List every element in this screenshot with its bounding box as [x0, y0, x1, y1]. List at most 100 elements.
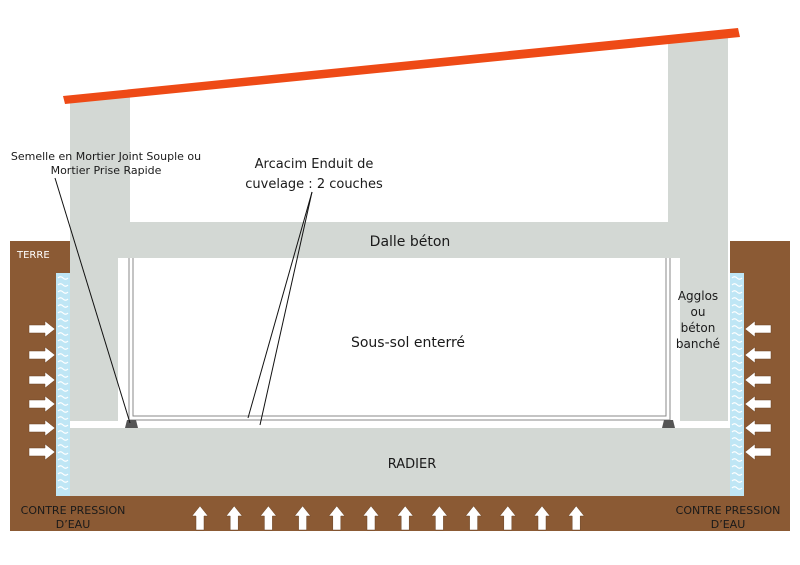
- wave-right: [731, 339, 743, 343]
- wave-right: [731, 297, 743, 301]
- pressure-arrow-left: [744, 419, 772, 437]
- wave-left: [57, 444, 69, 448]
- pressure-arrow-left: [744, 395, 772, 413]
- agglos-label-line4: banché: [676, 337, 720, 351]
- pointer-arcacim-2: [259, 191, 313, 426]
- wave-left: [57, 381, 69, 385]
- wave-right: [731, 479, 743, 483]
- radier-slab: [70, 428, 730, 496]
- wave-left: [57, 304, 69, 308]
- wave-right: [731, 416, 743, 420]
- wave-right: [731, 332, 743, 336]
- wave-right: [731, 402, 743, 406]
- wave-left: [57, 283, 69, 287]
- wave-left: [57, 437, 69, 441]
- contre-pression-left-line1: CONTRE PRESSION: [21, 504, 126, 517]
- pressure-arrow-up: [499, 505, 517, 531]
- wave-right: [731, 458, 743, 462]
- arcacim-label-line2: cuvelage : 2 couches: [245, 177, 383, 192]
- pressure-arrow-up: [396, 505, 414, 531]
- pressure-arrow-right: [28, 395, 56, 413]
- wave-right: [731, 290, 743, 294]
- water-waves: [57, 276, 743, 490]
- contre-pression-right-line2: D’EAU: [711, 518, 746, 531]
- agglos-label-line3: béton: [681, 321, 716, 335]
- pressure-arrow-up: [294, 505, 312, 531]
- wave-left: [57, 416, 69, 420]
- pressure-arrow-right: [28, 346, 56, 364]
- wave-left: [57, 472, 69, 476]
- pressure-arrow-up: [465, 505, 483, 531]
- wave-right: [731, 346, 743, 350]
- pressure-arrow-left: [744, 443, 772, 461]
- pressure-arrow-right: [28, 371, 56, 389]
- seal-left: [125, 420, 138, 428]
- wave-left: [57, 290, 69, 294]
- roof: [63, 28, 740, 104]
- wave-left: [57, 276, 69, 280]
- wave-left: [57, 367, 69, 371]
- radier-label: RADIER: [388, 457, 437, 472]
- pointer-arcacim-1: [247, 191, 313, 419]
- wave-left: [57, 430, 69, 434]
- wave-left: [57, 332, 69, 336]
- wave-right: [731, 367, 743, 371]
- wave-right: [731, 472, 743, 476]
- wave-left: [57, 311, 69, 315]
- wave-left: [57, 346, 69, 350]
- soussol-label: Sous-sol enterré: [351, 335, 465, 351]
- wave-left: [57, 339, 69, 343]
- wave-right: [731, 304, 743, 308]
- wave-left: [57, 486, 69, 490]
- pressure-arrow-up: [259, 505, 277, 531]
- pressure-arrow-right: [28, 419, 56, 437]
- pointer-semelle: [54, 177, 131, 424]
- pressure-arrow-up: [430, 505, 448, 531]
- wave-right: [731, 388, 743, 392]
- agglos-label-line2: ou: [691, 305, 706, 319]
- wave-right: [731, 311, 743, 315]
- wave-left: [57, 479, 69, 483]
- semelle-label-line2: Mortier Prise Rapide: [51, 164, 162, 177]
- pressure-arrow-up: [191, 505, 209, 531]
- seal-right: [662, 420, 675, 428]
- joint-gap: [70, 421, 730, 428]
- wave-right: [731, 318, 743, 322]
- cuvelage-coating: [128, 258, 671, 421]
- dalle-beton-slab: [118, 222, 680, 258]
- wave-right: [731, 451, 743, 455]
- pressure-arrow-up: [225, 505, 243, 531]
- pressure-arrow-left: [744, 371, 772, 389]
- pressure-arrow-up: [328, 505, 346, 531]
- arcacim-label-line1: Arcacim Enduit de: [255, 157, 374, 172]
- wave-right: [731, 437, 743, 441]
- wave-right: [731, 430, 743, 434]
- pressure-arrow-up: [533, 505, 551, 531]
- wave-left: [57, 409, 69, 413]
- semelle-label-line1: Semelle en Mortier Joint Souple ou: [11, 150, 201, 163]
- pressure-arrow-right: [28, 320, 56, 338]
- wave-left: [57, 353, 69, 357]
- pressure-arrow-right: [28, 443, 56, 461]
- wave-left: [57, 395, 69, 399]
- wave-left: [57, 458, 69, 462]
- wave-right: [731, 325, 743, 329]
- wave-right: [731, 283, 743, 287]
- wave-right: [731, 486, 743, 490]
- agglos-label-line1: Agglos: [678, 289, 718, 303]
- terre-label: TERRE: [16, 250, 50, 261]
- wave-right: [731, 374, 743, 378]
- wave-left: [57, 423, 69, 427]
- pressure-arrow-up: [362, 505, 380, 531]
- wave-left: [57, 451, 69, 455]
- wave-left: [57, 374, 69, 378]
- right-wall: [668, 34, 728, 428]
- wave-left: [57, 402, 69, 406]
- pressure-arrows: [28, 320, 772, 531]
- left-wall: [70, 92, 130, 428]
- pressure-arrow-up: [567, 505, 585, 531]
- wave-right: [731, 276, 743, 280]
- wave-right: [731, 409, 743, 413]
